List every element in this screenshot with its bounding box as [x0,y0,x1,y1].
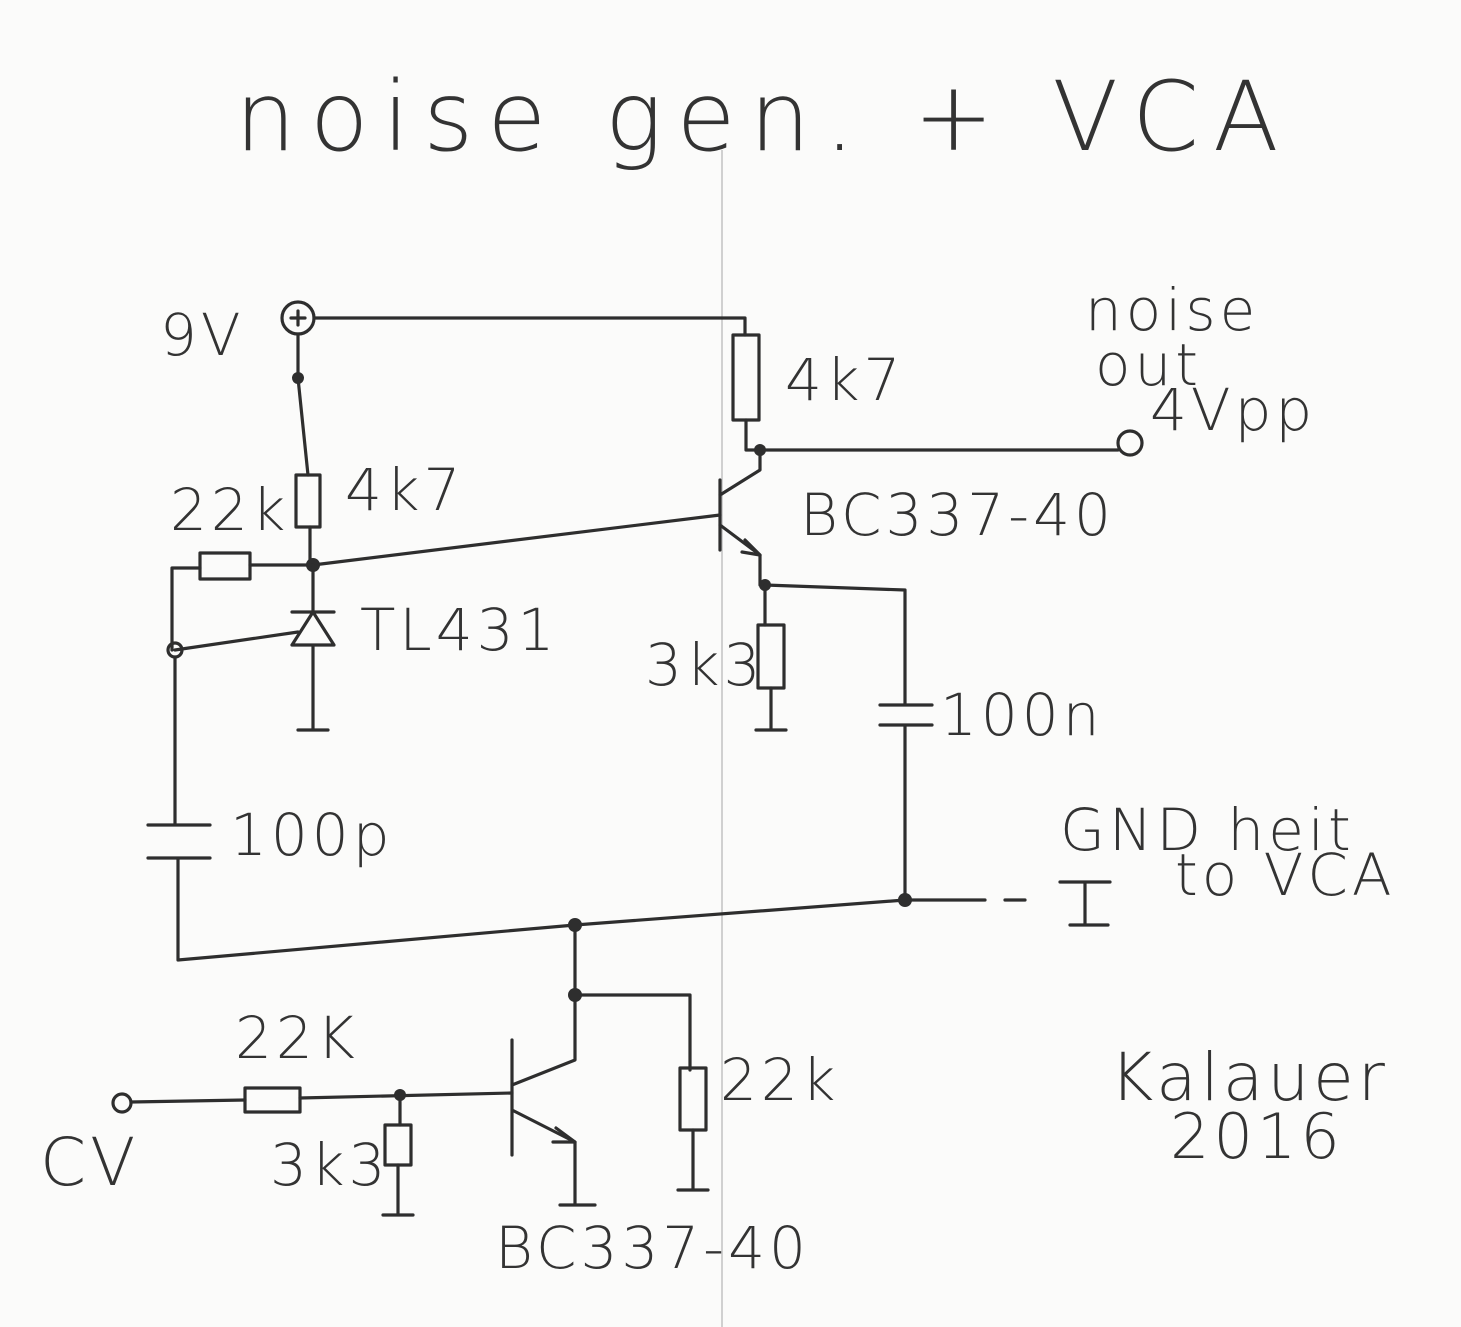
supply-label: 9V [160,301,245,369]
label-out: out [1095,331,1202,399]
resistor-4k7-bias [294,473,322,529]
ground-icon [676,1128,710,1192]
label-3k3-emitter: 3k3 [645,631,764,699]
label-q2: BC337-40 [495,1214,810,1282]
label-amplitude: 4Vpp [1150,376,1316,444]
label-to-vca: to VCA [1175,841,1396,909]
wire [573,923,692,1072]
label-noise: noise [1085,276,1259,344]
plus-icon [289,309,307,327]
wire [170,566,202,652]
capacitor-100p-and-gnd [146,655,987,962]
label-tl431: TL431 [360,596,558,664]
resistor-4k7-collector [731,333,761,422]
ground-icon [381,1163,415,1217]
wire [129,1098,247,1104]
label-4k7-bias: 4k7 [345,456,464,524]
label-22k-vca: 22k [720,1046,839,1114]
label-100n: 100n [940,681,1103,749]
capacitor-100n [763,583,934,902]
title: noise gen. + VCA [235,61,1293,173]
wire [296,376,310,477]
wire-supply-top [312,316,747,337]
zener-tl431 [290,563,336,732]
node [898,893,912,907]
ground-to-vca-icon [1003,880,1112,927]
resistor-22k-feedback [198,551,252,581]
label-cv: CV [40,1124,139,1201]
label-3k3-cv: 3k3 [270,1131,389,1199]
label-100p: 100p [230,801,394,869]
transistor-q1 [718,448,762,587]
noise-out-terminal [1116,429,1144,457]
label-22k-feedback: 22k [170,476,289,544]
wire-noise-out [744,418,1120,452]
label-4k7-collector: 4k7 [785,346,904,414]
ground-icon [754,686,788,732]
wire-base-q2 [298,1091,514,1100]
emitter-arrow-icon [551,1126,577,1144]
label-22k-cv: 22K [235,1004,359,1072]
signature-year: 2016 [1170,1100,1344,1173]
signature-name: Kalauer [1110,1039,1389,1116]
resistor-22k-vca [678,1066,708,1132]
resistor-22k-cv [243,1086,302,1114]
label-gnd: GND heit [1060,796,1355,864]
transistor-q2 [510,993,597,1207]
emitter-arrow-icon [740,538,762,557]
cv-input-terminal [111,1092,133,1114]
label-q1: BC337-40 [800,481,1115,549]
wire-base-q1 [311,513,722,567]
wire-ref [173,630,300,652]
